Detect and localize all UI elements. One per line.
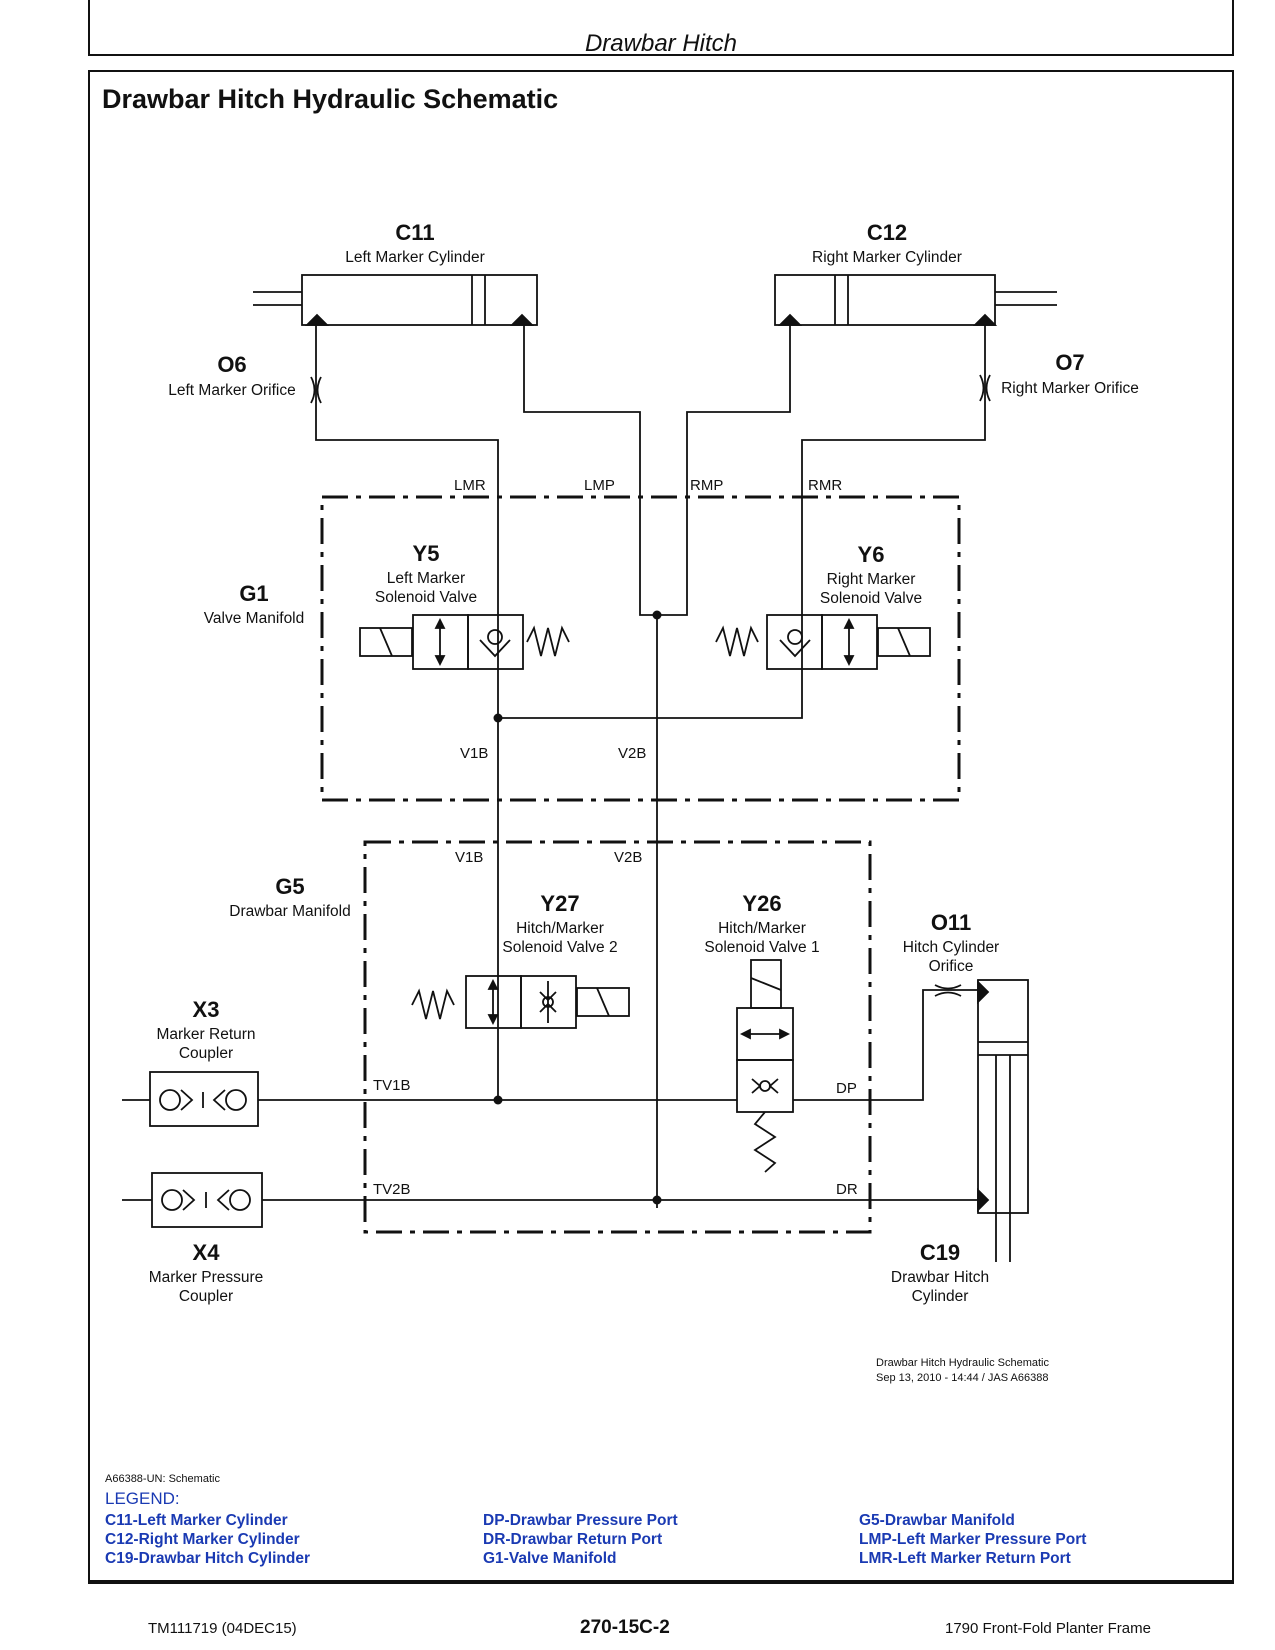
page-header: Drawbar Hitch — [88, 0, 1234, 57]
c11-id: C11 — [395, 220, 434, 245]
legend-column-1: C11-Left Marker Cylinder C12-Right Marke… — [105, 1511, 310, 1568]
y27-hitch-marker-solenoid-valve-2 — [411, 975, 630, 1029]
c11-left-marker-cylinder — [253, 274, 538, 326]
schematic-frame — [88, 70, 1234, 1582]
port-g1-v1b: V1B — [460, 745, 488, 762]
o6-left-marker-orifice — [310, 376, 322, 404]
y5-desc-2: Solenoid Valve — [375, 589, 477, 606]
g5-drawbar-manifold — [363, 840, 872, 1234]
legend-item: LMR-Left Marker Return Port — [859, 1550, 1071, 1567]
o11-hitch-cylinder-orifice — [934, 984, 962, 997]
c12-desc: Right Marker Cylinder — [812, 249, 962, 266]
legend-item: C19-Drawbar Hitch Cylinder — [105, 1550, 310, 1567]
y26-id: Y26 — [742, 891, 781, 916]
g1-valve-manifold — [320, 495, 961, 802]
g5-desc: Drawbar Manifold — [229, 903, 350, 920]
legend-item: G1-Valve Manifold — [483, 1550, 617, 1567]
legend-item: DR-Drawbar Return Port — [483, 1531, 663, 1548]
y26-desc-1: Hitch/Marker — [718, 920, 806, 937]
o7-right-marker-orifice — [979, 374, 991, 402]
legend-item: LMP-Left Marker Pressure Port — [859, 1531, 1087, 1548]
o7-id: O7 — [1055, 350, 1084, 375]
footer-section: 1790 Front-Fold Planter Frame — [945, 1620, 1151, 1637]
port-tv1b: TV1B — [373, 1077, 411, 1094]
junction-dot — [652, 1195, 662, 1205]
legend-item: C12-Right Marker Cylinder — [105, 1531, 300, 1548]
port-dr: DR — [836, 1181, 858, 1198]
c11-desc: Left Marker Cylinder — [345, 249, 485, 266]
page-title: Drawbar Hitch Hydraulic Schematic — [102, 84, 559, 114]
x3-marker-return-coupler — [149, 1071, 259, 1127]
c19-drawbar-hitch-cylinder — [977, 979, 1029, 1262]
port-dp: DP — [836, 1080, 857, 1097]
figure-id: A66388-UN: Schematic — [105, 1473, 220, 1485]
y26-desc-2: Solenoid Valve 1 — [704, 939, 819, 956]
port-rmr: RMR — [808, 477, 842, 494]
junction-dot — [652, 610, 662, 620]
footer-page-number: 270-15C-2 — [580, 1617, 670, 1638]
drawing-note-title: Drawbar Hitch Hydraulic Schematic — [876, 1357, 1049, 1369]
x3-desc-2: Coupler — [179, 1045, 233, 1062]
g5-id: G5 — [275, 874, 304, 899]
c12-right-marker-cylinder — [774, 274, 1057, 326]
g1-desc: Valve Manifold — [204, 610, 305, 627]
port-g1-v2b: V2B — [618, 745, 646, 762]
y6-right-marker-solenoid-valve — [715, 614, 931, 670]
port-g5-v2b: V2B — [614, 849, 642, 866]
y27-desc-1: Hitch/Marker — [516, 920, 604, 937]
y6-desc-2: Solenoid Valve — [820, 590, 922, 607]
y6-id: Y6 — [858, 542, 885, 567]
upper-hydraulic-lines — [315, 325, 986, 1208]
c19-id: C19 — [920, 1240, 960, 1265]
y6-desc-1: Right Marker — [827, 571, 916, 588]
port-g5-v1b: V1B — [455, 849, 483, 866]
legend-item: C11-Left Marker Cylinder — [105, 1512, 288, 1529]
o11-id: O11 — [931, 910, 971, 935]
o7-desc: Right Marker Orifice — [1001, 380, 1139, 397]
port-lmp: LMP — [584, 477, 615, 494]
port-lmr: LMR — [454, 477, 486, 494]
legend-column-3: G5-Drawbar Manifold LMP-Left Marker Pres… — [859, 1511, 1086, 1568]
x4-desc-1: Marker Pressure — [149, 1269, 264, 1286]
o6-desc: Left Marker Orifice — [168, 382, 295, 399]
drawing-note-date: Sep 13, 2010 - 14:44 / JAS A66388 — [876, 1372, 1048, 1384]
x4-id: X4 — [193, 1240, 221, 1265]
y5-id: Y5 — [413, 541, 440, 566]
x4-desc-2: Coupler — [179, 1288, 233, 1305]
c19-desc-2: Cylinder — [912, 1288, 969, 1305]
legend-title: LEGEND: — [105, 1489, 180, 1508]
junction-dot — [493, 1095, 503, 1105]
o6-id: O6 — [217, 352, 246, 377]
y26-hitch-marker-solenoid-valve-1 — [736, 959, 794, 1173]
port-rmp: RMP — [690, 477, 723, 494]
section-title: Drawbar Hitch — [584, 30, 738, 57]
x3-id: X3 — [193, 997, 220, 1022]
c19-desc-1: Drawbar Hitch — [891, 1269, 989, 1286]
y27-desc-2: Solenoid Valve 2 — [502, 939, 617, 956]
legend-item: G5-Drawbar Manifold — [859, 1512, 1015, 1529]
x4-marker-pressure-coupler — [151, 1172, 263, 1228]
y5-desc-1: Left Marker — [387, 570, 465, 587]
o11-desc-2: Orifice — [929, 958, 974, 975]
g1-id: G1 — [239, 581, 268, 606]
x3-desc-1: Marker Return — [156, 1026, 255, 1043]
legend-column-2: DP-Drawbar Pressure Port DR-Drawbar Retu… — [483, 1511, 678, 1568]
footer-doc-id: TM111719 (04DEC15) — [148, 1620, 297, 1637]
y5-left-marker-solenoid-valve — [359, 614, 570, 670]
o11-desc-1: Hitch Cylinder — [903, 939, 999, 956]
y27-id: Y27 — [540, 891, 579, 916]
c12-id: C12 — [867, 220, 907, 245]
port-tv2b: TV2B — [373, 1181, 411, 1198]
legend-item: DP-Drawbar Pressure Port — [483, 1512, 678, 1529]
